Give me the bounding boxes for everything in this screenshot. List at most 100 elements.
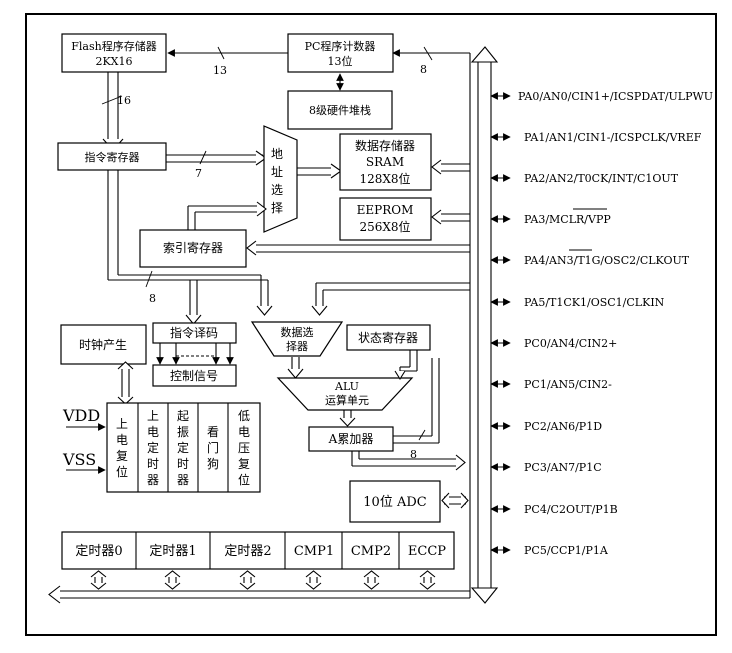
alu-title: ALU	[334, 380, 359, 393]
accumulator-block	[308, 426, 394, 452]
adc-block	[349, 480, 441, 523]
bor-char-4: 复	[238, 457, 250, 471]
ost-char-4: 时	[177, 457, 189, 471]
timer1-label: 定时器1	[149, 544, 196, 559]
pin-label-pc5: PC5/CCP1/P1A	[524, 544, 609, 557]
bus-width-8-acc: 8	[410, 448, 417, 461]
stack-label: 8级硬件堆栈	[309, 103, 371, 117]
ost-char-5: 器	[177, 473, 189, 487]
mux-char-3: 选	[271, 183, 283, 197]
reset-timer-group	[106, 402, 261, 493]
data-selector-line1: 数据选	[281, 325, 314, 339]
cmp1-label: CMP1	[294, 544, 334, 559]
control-label: 控制信号	[170, 369, 218, 383]
bor-char-3: 压	[238, 441, 250, 455]
flash-memory-block	[61, 33, 167, 73]
por-char-2: 电	[116, 433, 128, 447]
pin-label-pa4: PA4/AN3/T1G/OSC2/CLKOUT	[524, 254, 690, 267]
timer0-label: 定时器0	[75, 544, 122, 559]
pin-labels: PA0/AN0/CIN1+/ICSPDAT/ULPWU PA1/AN1/CIN1…	[518, 90, 713, 557]
alu-block	[276, 377, 414, 411]
reset-columns: 上 电 复 位 上 电 定 时 器 起 振 定 时 器 看 门 狗 低 电 压 …	[116, 409, 250, 487]
peripheral-bus-arrows	[90, 570, 436, 590]
eeprom-block	[339, 197, 432, 241]
pin-label-pc3: PC3/AN7/P1C	[524, 461, 602, 474]
index-register-label: 索引寄存器	[163, 240, 223, 255]
bor-char-1: 低	[238, 409, 250, 423]
index-register-block	[139, 229, 247, 268]
pwrt-char-5: 器	[147, 473, 159, 487]
bus-width-13: 13	[213, 64, 227, 77]
adc-label: 10位 ADC	[363, 495, 426, 510]
pin-label-pc0: PC0/AN4/CIN2+	[524, 337, 617, 350]
pin-label-pa3: PA3/MCLR/VPP	[524, 213, 611, 226]
main-bus	[470, 46, 499, 604]
outer-frame	[25, 13, 717, 636]
timer2-label: 定时器2	[224, 544, 271, 559]
ost-char-2: 振	[177, 425, 189, 439]
stack-block	[287, 90, 393, 130]
mux-char-4: 择	[271, 201, 283, 215]
wdt-char-1: 看	[207, 425, 219, 439]
bor-char-2: 电	[238, 425, 250, 439]
bus-width-7: 7	[195, 167, 202, 180]
por-char-3: 复	[116, 449, 128, 463]
vdd-label: VDD	[62, 406, 100, 425]
ost-char-3: 定	[177, 440, 189, 455]
data-selector-line2: 择器	[286, 339, 308, 353]
flash-size: 2KX16	[95, 55, 132, 68]
cmp2-label: CMP2	[351, 544, 391, 559]
pin-label-pa2: PA2/AN2/T0CK/INT/C1OUT	[524, 172, 679, 185]
status-register-block	[346, 324, 431, 351]
eeprom-size: 256X8位	[359, 219, 410, 234]
data-selector-block	[250, 321, 344, 357]
ost-char-1: 起	[177, 409, 189, 423]
pwrt-char-3: 定	[147, 440, 159, 455]
pwrt-char-4: 时	[147, 457, 159, 471]
bottom-bus-arrow	[48, 585, 61, 604]
peripheral-labels: 定时器0 定时器1 定时器2 CMP1 CMP2 ECCP	[75, 544, 446, 559]
peripheral-row	[61, 531, 455, 570]
bus-width-16: 16	[117, 94, 131, 107]
wdt-char-3: 狗	[207, 457, 219, 471]
pc-size: 13位	[328, 54, 353, 68]
pin-label-pc4: PC4/C2OUT/P1B	[524, 503, 618, 516]
sram-size: 128X8位	[359, 171, 410, 186]
pwrt-char-2: 电	[147, 425, 159, 439]
pin-label-pc1: PC1/AN5/CIN2-	[524, 378, 612, 391]
pin-label-pa0: PA0/AN0/CIN1+/ICSPDAT/ULPWU	[518, 90, 713, 103]
mux-char-2: 址	[271, 165, 283, 179]
por-char-1: 上	[116, 417, 128, 431]
sram-title: 数据存储器	[355, 138, 415, 153]
pin-label-pa5: PA5/T1CK1/OSC1/CLKIN	[524, 296, 665, 309]
por-char-4: 位	[116, 464, 128, 479]
eeprom-title: EEPROM	[357, 203, 414, 217]
pin-arrows	[490, 92, 511, 554]
pin-label-pc2: PC2/AN6/P1D	[524, 420, 602, 433]
mux-char-1: 地	[271, 147, 283, 161]
bus-width-8-ir: 8	[149, 292, 156, 305]
pwrt-char-1: 上	[147, 409, 159, 423]
flash-title: Flash程序存储器	[71, 39, 156, 53]
sram-block	[339, 133, 432, 191]
bor-char-5: 位	[238, 472, 250, 487]
status-register-label: 状态寄存器	[358, 330, 418, 345]
sram-type: SRAM	[366, 155, 404, 169]
bus-width-8-pc: 8	[420, 63, 427, 76]
pc-title: PC程序计数器	[305, 39, 376, 53]
decoder-label: 指令译码	[170, 325, 218, 340]
instruction-decoder-block	[152, 322, 237, 344]
ir-label: 指令寄存器	[85, 150, 140, 164]
accumulator-label: A累加器	[328, 432, 374, 446]
clock-generator-block	[60, 324, 147, 365]
address-mux-block	[263, 125, 298, 233]
wdt-char-2: 门	[207, 440, 219, 455]
clock-label: 时钟产生	[79, 337, 127, 352]
alu-subtitle: 运算单元	[325, 393, 369, 407]
pin-label-pa1: PA1/AN1/CIN1-/ICSPCLK/VREF	[524, 131, 702, 144]
instruction-register-block	[57, 142, 167, 171]
control-signal-block	[152, 364, 237, 387]
vss-label: VSS	[62, 450, 96, 469]
eccp-label: ECCP	[408, 544, 446, 559]
